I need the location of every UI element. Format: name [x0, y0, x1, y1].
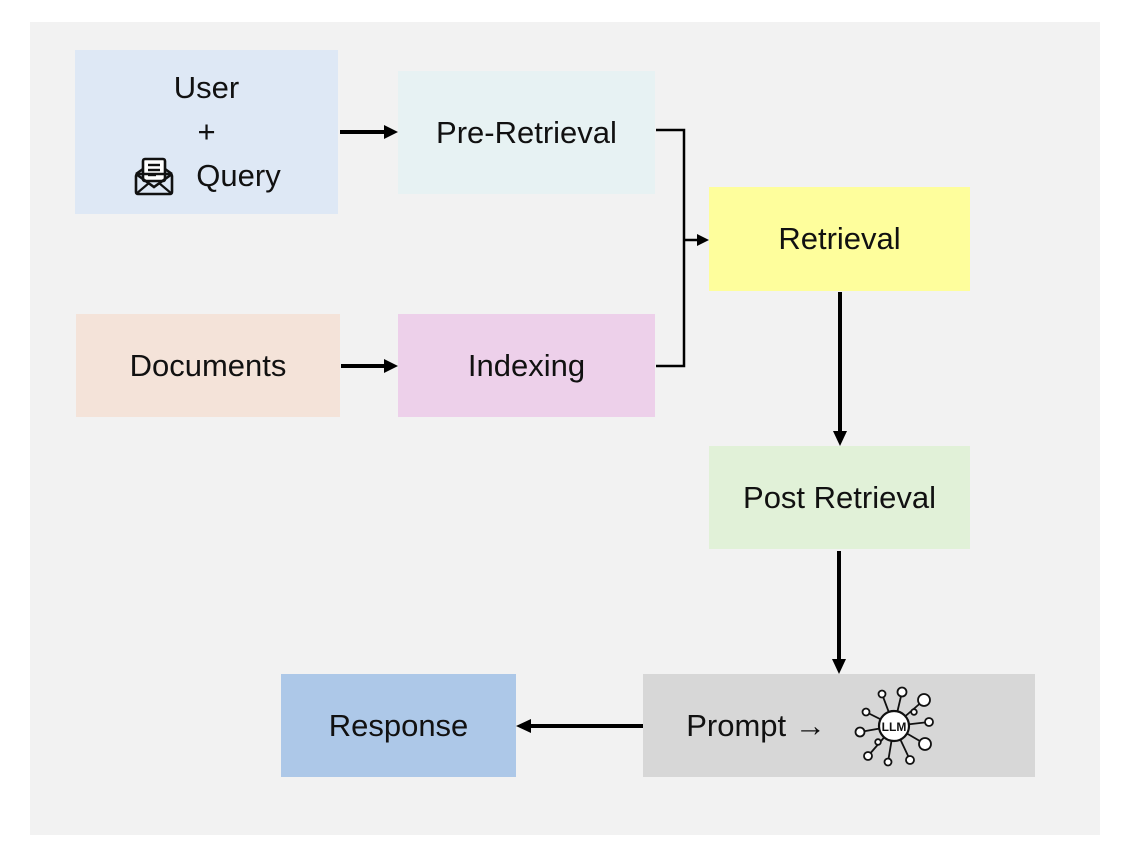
- retrieval-node: Retrieval: [709, 187, 970, 291]
- prompt-node: Prompt →: [643, 674, 1035, 777]
- post-retrieval-node: Post Retrieval: [709, 446, 970, 549]
- envelope-document-icon: [132, 157, 176, 197]
- llm-network-icon: LLM: [852, 684, 936, 768]
- documents-label: Documents: [129, 347, 287, 383]
- plus-label: +: [197, 114, 216, 149]
- response-node: Response: [281, 674, 516, 777]
- pre-retrieval-node: Pre-Retrieval: [398, 71, 655, 194]
- documents-node: Documents: [76, 314, 340, 417]
- response-label: Response: [328, 707, 469, 743]
- pre-retrieval-label: Pre-Retrieval: [436, 114, 617, 150]
- retrieval-label: Retrieval: [778, 221, 901, 256]
- llm-icon-text: LLM: [881, 720, 906, 734]
- post-retrieval-label: Post Retrieval: [743, 479, 936, 515]
- indexing-label: Indexing: [467, 347, 586, 383]
- user-label: User: [173, 70, 240, 105]
- prompt-label: Prompt →: [686, 707, 826, 743]
- indexing-node: Indexing: [398, 314, 655, 417]
- query-label: Query: [196, 158, 281, 193]
- user-query-node: User + Query: [75, 50, 338, 214]
